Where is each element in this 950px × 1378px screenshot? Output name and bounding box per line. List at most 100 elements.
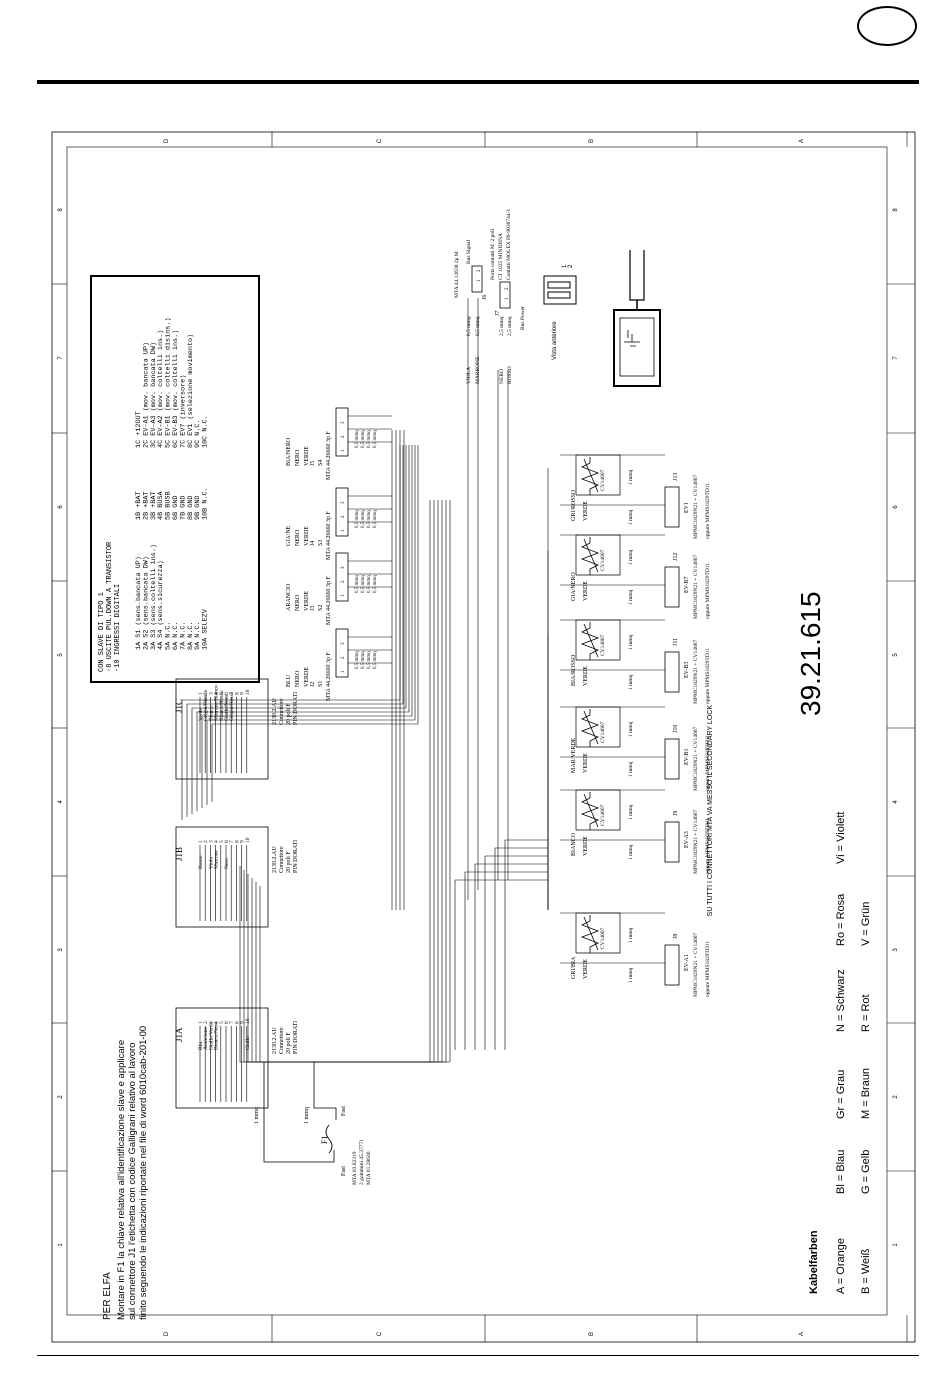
harness-wires [181, 370, 549, 1063]
legend-entry: Bl = Blau [835, 1150, 847, 1194]
spec-output-line: 1C +12OUT [135, 411, 143, 448]
sensor-wire-color: VERDE [304, 446, 310, 466]
border-row-letter: C [377, 138, 383, 143]
spec-input-line: 2A S2 (sens.bancata DW) [142, 556, 150, 650]
connector-pin: 2 [203, 692, 209, 695]
connector-pin: 4 [214, 1021, 220, 1024]
connector-pin: 10 [245, 689, 251, 695]
valve-part-code: MPMC1829N21 + CV14607 [693, 727, 699, 791]
connector-pin: 1 [198, 692, 204, 695]
border-col-number: 6 [893, 505, 899, 509]
sensor-connector-id: J3 [310, 606, 316, 611]
border-col-number: 4 [893, 800, 899, 804]
valve-coil [580, 915, 600, 953]
legend-entry: B = Weiß [860, 1248, 872, 1294]
connector-body [175, 826, 269, 928]
bus-signal-size: 0,5 mmq [466, 316, 472, 336]
valve-coil [580, 457, 600, 495]
connector-pin: 5 [219, 692, 225, 695]
sensor-pin: 2 [341, 656, 346, 659]
sensor-pin: 1 [341, 449, 346, 452]
sensor-connector-id: J5 [310, 461, 316, 466]
legend-entry: V = Grün [860, 902, 872, 946]
sensor-wire-size: 0,5 mmq [373, 510, 378, 528]
border-row-letter: D [164, 138, 170, 143]
header-rule [37, 80, 919, 84]
connector-body [175, 1007, 269, 1109]
valve-name: EV-A1 [684, 954, 690, 971]
fuse-symbol [325, 1124, 333, 1154]
wire [464, 871, 548, 1050]
connector-spec: 2130.2.AU [272, 1027, 278, 1054]
valve-wire-size: 1 mmq [628, 549, 634, 565]
valve-part-code: oppure MPMS1829TD11 [705, 735, 711, 791]
bus-power-pin: 1 [505, 297, 510, 300]
wire-color-label: Arancione [203, 1027, 209, 1050]
fuse-label: Fast [341, 1166, 347, 1176]
spec-input-line: 4A S4 (sens.sicurezza) [157, 560, 165, 650]
legend-entry: G = Gelb [860, 1150, 872, 1194]
spec-output-line: 8C EV1 (selezione movimento) [187, 334, 195, 448]
wire [575, 454, 621, 496]
connector-pin: 9 [240, 692, 246, 695]
sensor-connector-body [335, 628, 349, 678]
connector-pin: 8 [234, 1021, 240, 1024]
sensor-wire-size: 0,5 mmq [367, 510, 372, 528]
spec-power-line: 9B GND [194, 496, 202, 520]
valve-name: EV1 [684, 502, 690, 513]
sensor-wire-color: VERDE [304, 591, 310, 611]
wire-segment [583, 623, 599, 658]
border-row-letter: B [589, 139, 595, 143]
front-view-outline [543, 275, 577, 305]
notes-line: finito seguendo le indicazioni riportate… [138, 1026, 149, 1320]
fuse-label: Fast [341, 1106, 347, 1116]
sensor-name: S3 [318, 540, 324, 546]
plug-body [613, 309, 661, 387]
wire [575, 534, 621, 576]
connector-spec: 20 poli F [286, 1032, 292, 1054]
wire [247, 500, 439, 1063]
spec-box-frame [90, 275, 260, 683]
sensor-pin: 3 [341, 566, 346, 569]
wire-color-label: Grigio/Bianco [203, 689, 209, 721]
border-col-number: 5 [58, 653, 64, 657]
front-view-pin-number: 2 [568, 264, 574, 268]
spec-power-line: 1B +BAT [135, 491, 143, 520]
spec-power-line: 10B N.C. [202, 487, 210, 520]
spec-power-line: 6B GND [172, 496, 180, 520]
spec-power-line: 2B +BAT [142, 491, 150, 520]
sensor-connector-body [335, 407, 349, 457]
connector-name: J1B [174, 847, 184, 861]
wire [239, 500, 431, 1063]
wire [181, 445, 401, 820]
spec-output-line: 5C EV-B1 (mov. coltelli disins.) [165, 317, 173, 448]
valve-diode-code: CV14607 [600, 549, 606, 571]
spec-box: CON SLAVE DI TIPO 1-8 USCITE PUL.DOWN A … [90, 275, 260, 683]
plug-inner [619, 317, 655, 377]
valve-connector-id: J9 [673, 811, 679, 816]
valve-ground-color: VERDE [583, 501, 589, 521]
bus-power-note: Porta contatti M. 2 poli [490, 228, 496, 280]
connector-pin: 1 [198, 1021, 204, 1024]
spec-header-line: -8 USCITE PUL.DOWN A TRANSISTOR [106, 541, 114, 672]
connector-spec: 20 poli F [286, 851, 292, 873]
sensor-wire-size: 0,5 mmq [361, 510, 366, 528]
sensor-connector-id: J2 [310, 682, 316, 687]
wire [206, 445, 416, 805]
wire [186, 445, 404, 817]
valve-diode-code: CV14607 [600, 927, 606, 949]
spec-power-line: 8B GND [187, 496, 195, 520]
valve-coil [580, 622, 600, 660]
wire [263, 1062, 335, 1163]
spec-header-line: CON SLAVE DI TIPO 1 [98, 592, 106, 672]
fuse-wire-size: 1 mmq [304, 1107, 310, 1124]
border-col-number: 3 [893, 948, 899, 952]
fuse-code: MTA 01.28640 [366, 1151, 372, 1185]
wire [474, 863, 548, 1050]
